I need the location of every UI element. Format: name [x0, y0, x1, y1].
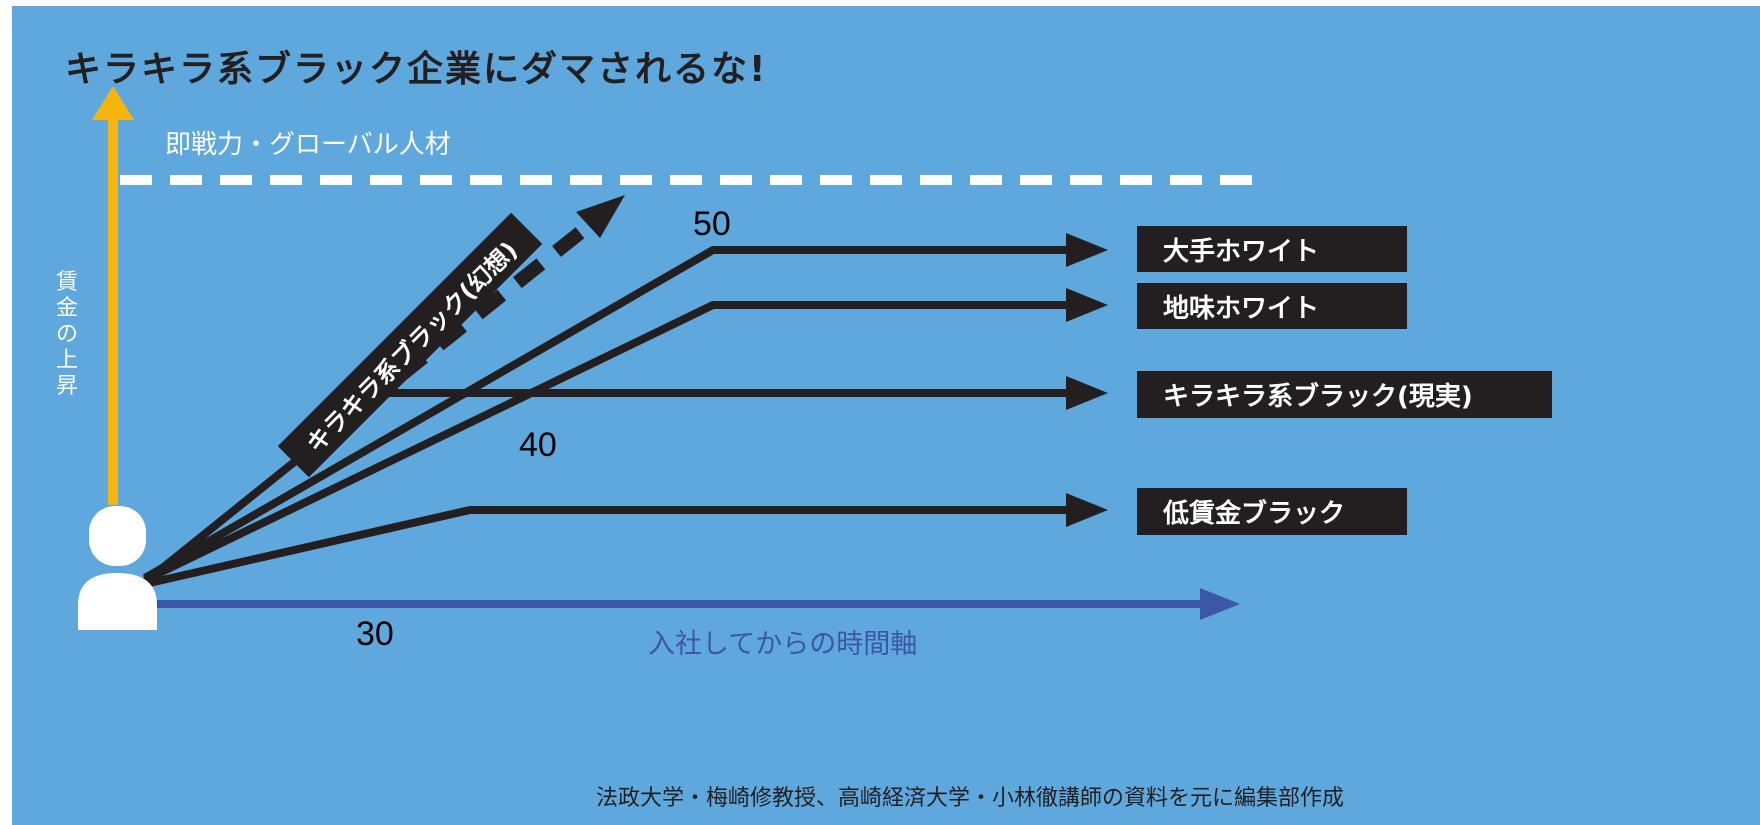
path-line-low-wage	[144, 506, 1070, 588]
diagram-title: キラキラ系ブラック企業にダマされるな!	[65, 49, 768, 90]
y-axis-arrowhead	[92, 86, 134, 120]
age-mark-30: 30	[356, 615, 394, 653]
illusion-arrowhead	[576, 195, 625, 238]
x-axis-arrowhead	[1200, 588, 1240, 620]
person-icon	[78, 506, 157, 630]
x-axis-label: 入社してからの時間軸	[648, 629, 918, 660]
path-label-large-white: 大手ホワイト	[1137, 226, 1407, 272]
y-axis-label: 賃金の上昇	[55, 270, 78, 399]
top-dashed-label: 即戦力・グローバル人材	[165, 130, 451, 160]
source-note: 法政大学・梅崎修教授、高崎経済大学・小林徹講師の資料を元に編集部作成	[596, 786, 1345, 811]
path-arrowhead-kirakira-reality	[1066, 376, 1108, 410]
path-arrowhead-low-wage	[1066, 493, 1108, 527]
age-mark-40: 40	[519, 426, 557, 464]
path-label-kirakira-reality: キラキラ系ブラック(現実)	[1137, 371, 1552, 418]
path-line-plain-white	[143, 301, 1070, 584]
path-arrowhead-large-white	[1066, 233, 1108, 267]
age-mark-50: 50	[693, 205, 731, 243]
path-label-plain-white: 地味ホワイト	[1137, 283, 1407, 329]
path-label-low-wage: 低賃金ブラック	[1137, 488, 1407, 535]
illusion-dashed-arrow	[395, 214, 601, 382]
path-line-large-white	[142, 246, 1070, 582]
path-arrowhead-plain-white	[1066, 288, 1108, 322]
